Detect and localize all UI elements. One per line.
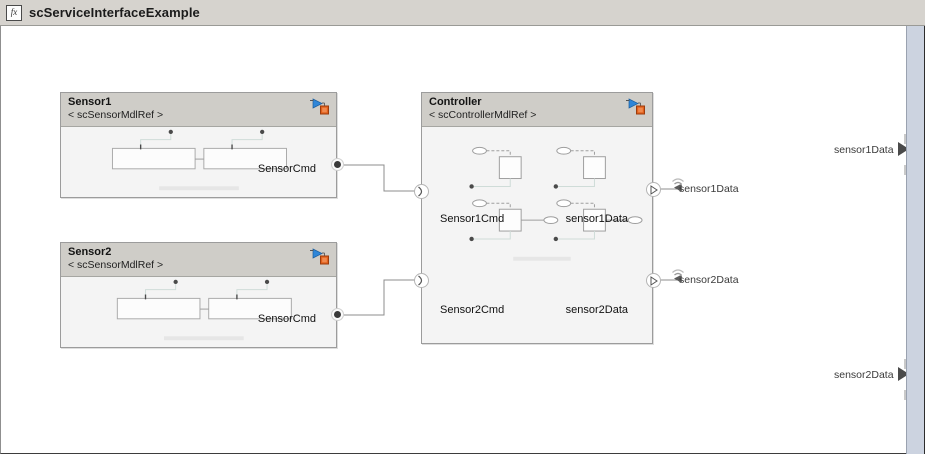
block-sensor1-title: Sensor1 (68, 96, 112, 108)
port-label-controller-sensor2data: sensor2Data (565, 304, 628, 316)
block-controller-subtitle: < scControllerMdlRef > (429, 109, 537, 121)
fx-icon: fx (6, 4, 22, 21)
block-controller-header: Controller < scControllerMdlRef > (422, 93, 652, 127)
edge-output-label-sensor1data: sensor1Data (834, 144, 894, 156)
port-controller-sensor1cmd[interactable] (414, 184, 429, 199)
block-sensor1[interactable]: Sensor1 < scSensorMdlRef > (60, 92, 337, 198)
block-sensor1-subtitle: < scSensorMdlRef > (68, 109, 164, 121)
block-controller-body: Sensor1Cmd Sensor2Cmd sensor1Data sensor… (422, 127, 652, 343)
edge-arrow-icon (898, 141, 909, 156)
block-controller[interactable]: Controller < scControllerMdlRef > (421, 92, 653, 344)
service-signal-label-sensor2data: sensor2Data (679, 274, 739, 286)
port-label-sensor2-sensorcmd: SensorCmd (257, 313, 316, 325)
page-title: scServiceInterfaceExample (29, 5, 200, 20)
edge-arrow-icon (898, 366, 909, 381)
port-controller-sensor2cmd[interactable] (414, 273, 429, 288)
port-sensor1-sensorcmd[interactable] (331, 158, 344, 171)
broadcast-icon[interactable] (669, 174, 687, 192)
port-sensor2-sensorcmd[interactable] (331, 308, 344, 321)
model-canvas[interactable]: Sensor1 < scSensorMdlRef > (0, 26, 925, 454)
block-controller-title: Controller (429, 96, 482, 108)
port-label-sensor1-sensorcmd: SensorCmd (257, 163, 316, 175)
block-sensor1-body: SensorCmd (61, 127, 336, 197)
block-sensor2-subtitle: < scSensorMdlRef > (68, 259, 164, 271)
port-controller-sensor1data[interactable] (646, 182, 661, 197)
model-reference-badge-icon (309, 247, 331, 267)
block-sensor2-title: Sensor2 (68, 246, 112, 258)
block-sensor2-preview-thumbnail (116, 279, 292, 341)
model-reference-badge-icon (309, 97, 331, 117)
port-label-controller-sensor1cmd: Sensor1Cmd (440, 213, 505, 225)
window-title-bar: fx scServiceInterfaceExample (0, 0, 925, 26)
block-sensor1-header: Sensor1 < scSensorMdlRef > (61, 93, 336, 127)
block-sensor1-preview-thumbnail (111, 129, 287, 191)
block-sensor2-body: SensorCmd (61, 277, 336, 347)
port-label-controller-sensor2cmd: Sensor2Cmd (440, 304, 505, 316)
port-controller-sensor2data[interactable] (646, 273, 661, 288)
port-label-controller-sensor1data: sensor1Data (565, 213, 628, 225)
block-sensor2[interactable]: Sensor2 < scSensorMdlRef > (60, 242, 337, 348)
model-reference-badge-icon (625, 97, 647, 117)
vertical-scrollbar-gutter[interactable] (906, 26, 925, 454)
edge-output-label-sensor2data: sensor2Data (834, 369, 894, 381)
service-signal-label-sensor1data: sensor1Data (679, 183, 739, 195)
block-sensor2-header: Sensor2 < scSensorMdlRef > (61, 243, 336, 277)
broadcast-icon[interactable] (669, 265, 687, 283)
